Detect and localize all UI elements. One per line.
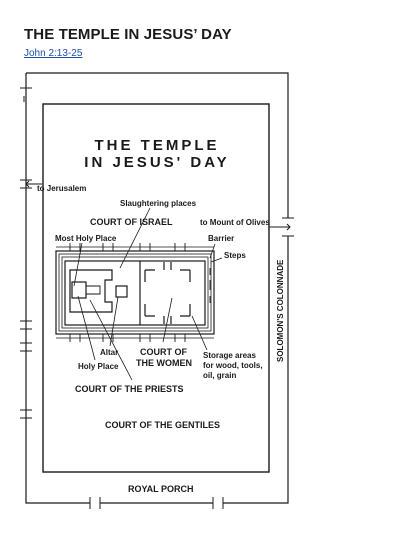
label-solomons-colonnade: SOLOMON'S COLONNADE [276, 259, 285, 362]
label-to-jerusalem: to Jerusalem [37, 184, 86, 193]
court-of-israel-box [64, 260, 206, 326]
page-title: THE TEMPLE IN JESUS’ DAY [24, 26, 232, 43]
altar [115, 285, 128, 298]
label-court-of-the-women-2: THE WOMEN [136, 358, 192, 368]
label-slaughtering-places: Slaughtering places [120, 199, 197, 208]
outer-wall [25, 72, 289, 504]
most-holy-place [71, 281, 87, 299]
label-to-mount-of-olives: to Mount of Olives [200, 218, 270, 227]
label-court-of-the-gentiles: COURT OF THE GENTILES [105, 420, 220, 430]
barrier-outer [55, 250, 215, 335]
arrow-to-jerusalem [25, 180, 42, 188]
label-holy-place: Holy Place [78, 362, 119, 371]
label-court-of-israel: COURT OF ISRAEL [90, 217, 173, 227]
label-court-of-the-women-1: COURT OF [140, 347, 187, 357]
sanctuary-outline [69, 269, 113, 313]
label-storage-3: oil, grain [203, 371, 236, 380]
diagram-title-line2: IN JESUS' DAY [84, 154, 229, 171]
gate-markers [20, 87, 294, 509]
arrow-to-mount-of-olives [269, 223, 291, 231]
label-court-of-the-priests: COURT OF THE PRIESTS [75, 384, 184, 394]
leader-lines [73, 207, 223, 381]
label-royal-porch: ROYAL PORCH [128, 484, 194, 494]
diagram-title-line1: THE TEMPLE [94, 137, 219, 154]
label-steps: Steps [224, 251, 246, 260]
label-most-holy-place: Most Holy Place [55, 234, 117, 243]
scripture-reference-link[interactable]: John 2:13-25 [24, 48, 83, 59]
label-storage-1: Storage areas [203, 351, 256, 360]
label-barrier: Barrier [208, 234, 234, 243]
inner-wall [42, 103, 270, 473]
header: THE TEMPLE IN JESUS’ DAY John 2:13-25 [24, 26, 232, 61]
label-storage-2: for wood, tools, [203, 361, 263, 370]
label-altar: Altar [100, 348, 118, 357]
